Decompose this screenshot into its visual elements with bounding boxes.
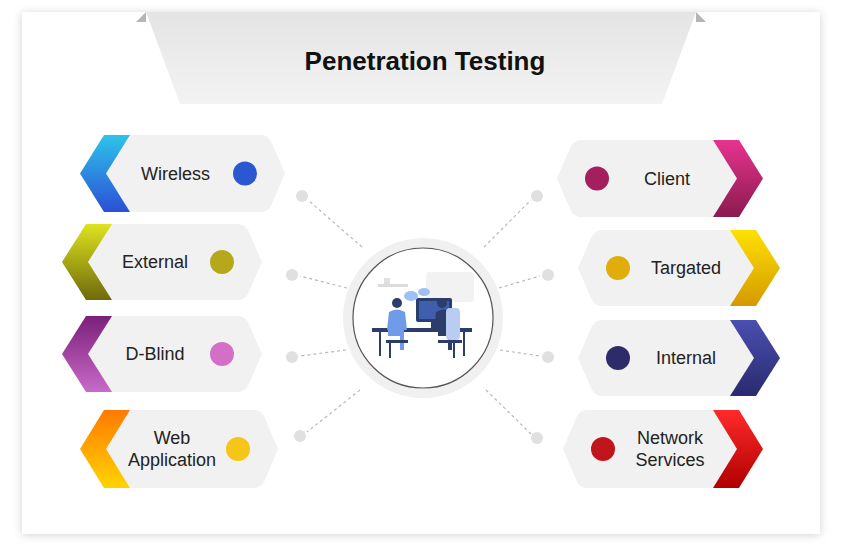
card [22, 12, 820, 534]
diagram-title: Penetration Testing [185, 44, 665, 78]
tag-dot [606, 256, 630, 280]
tag-box: Targated [578, 230, 780, 306]
title-banner [146, 12, 696, 104]
tag-box: Network Services [563, 410, 763, 488]
tag-body [106, 410, 278, 488]
tag-body [578, 230, 754, 306]
tag-body [557, 140, 737, 217]
banner-corner [696, 12, 706, 22]
tag-box: Web Application [80, 410, 278, 488]
tag-body [88, 224, 262, 300]
tag-label: Client [644, 168, 690, 190]
banner-corner [136, 12, 146, 22]
tag-box: Internal [578, 320, 780, 396]
tag-dot [233, 162, 257, 186]
tag-box: Wireless [80, 135, 285, 212]
tag-shape [563, 410, 763, 488]
tag-body [88, 316, 262, 392]
tag-label: Internal [656, 347, 716, 369]
tag-body [578, 320, 754, 396]
tag-dot [210, 342, 234, 366]
office-illustration [372, 272, 474, 358]
tag-box: External [62, 224, 262, 300]
center-circle [353, 248, 493, 388]
tag-body [106, 135, 285, 212]
leader-dots [286, 190, 554, 444]
tag-box: Client [557, 140, 763, 217]
tag-dot [591, 437, 615, 461]
tag-label: D-Blind [125, 343, 184, 365]
tag-box: D-Blind [62, 316, 262, 392]
tag-label: External [122, 251, 188, 273]
center-ring [343, 238, 503, 398]
leader-lines [300, 200, 540, 434]
tag-shape [80, 410, 278, 488]
tag-label: Network Services [625, 427, 715, 471]
tag-body [563, 410, 737, 488]
tag-dot [210, 250, 234, 274]
tag-dot [606, 346, 630, 370]
tag-dot [226, 437, 250, 461]
tag-label: Targated [651, 257, 721, 279]
tag-label: Web Application [128, 427, 216, 471]
tag-dot [585, 167, 609, 191]
tag-label: Wireless [141, 163, 210, 185]
